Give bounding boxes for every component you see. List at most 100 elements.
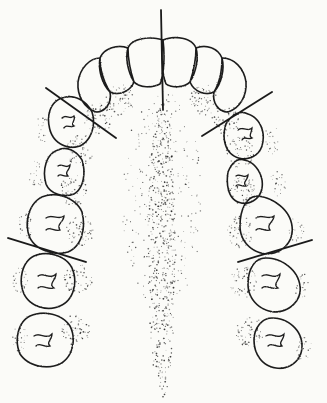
- stipple-dot: [233, 128, 234, 129]
- stipple-dot: [249, 241, 250, 242]
- stipple-dot: [247, 319, 248, 320]
- stipple-dot: [184, 150, 185, 151]
- stipple-dot: [169, 261, 170, 262]
- stipple-dot: [253, 289, 254, 290]
- stipple-dot: [269, 136, 270, 137]
- stipple-dot: [232, 289, 233, 290]
- stipple-dot: [172, 260, 173, 261]
- stipple-dot: [304, 337, 305, 338]
- stipple-dot: [129, 246, 130, 247]
- stipple-dot: [159, 327, 161, 329]
- stipple-dot: [30, 219, 31, 220]
- stipple-dot: [69, 234, 70, 235]
- stipple-dot: [238, 271, 239, 272]
- stipple-dot: [17, 291, 18, 292]
- stipple-dot: [172, 202, 173, 203]
- stipple-dot: [160, 382, 161, 383]
- stipple-dot: [138, 146, 139, 147]
- stipple-dot: [162, 372, 163, 373]
- stipple-dot: [247, 195, 248, 196]
- stipple-dot: [249, 317, 251, 319]
- stipple-dot: [152, 209, 154, 211]
- stipple-dot: [233, 141, 234, 142]
- stipple-dot: [149, 205, 151, 207]
- fissure-mark: [34, 334, 52, 346]
- stipple-dot: [246, 343, 247, 344]
- stipple-dot: [156, 355, 157, 356]
- stipple-dot: [171, 198, 173, 200]
- stipple-dot: [245, 245, 246, 246]
- stipple-dot: [139, 142, 140, 143]
- stipple-dot: [113, 105, 114, 106]
- stipple-dot: [166, 137, 167, 138]
- stipple-dot: [201, 104, 202, 105]
- stipple-dot: [174, 268, 176, 270]
- stipple-dot: [74, 270, 75, 271]
- stipple-dot: [65, 337, 66, 338]
- stipple-dot: [171, 168, 172, 169]
- stipple-dot: [63, 180, 65, 182]
- stipple-dot: [302, 287, 303, 288]
- stipple-dot: [170, 356, 172, 358]
- stipple-dot: [91, 277, 92, 278]
- stipple-dot: [167, 313, 168, 314]
- stipple-dot: [64, 182, 66, 184]
- stipple-dot: [238, 274, 239, 275]
- stipple-dot: [167, 286, 168, 287]
- stipple-dot: [167, 239, 168, 240]
- stipple-dot: [38, 119, 39, 120]
- stipple-dot: [73, 143, 75, 145]
- stipple-dot: [172, 264, 173, 265]
- stipple-dot: [193, 91, 194, 92]
- stipple-dot: [80, 265, 81, 266]
- stipple-dot: [167, 120, 169, 122]
- stipple-dot: [233, 112, 234, 113]
- stipple-dot: [91, 231, 92, 232]
- stipple-dot: [235, 217, 236, 218]
- stipple-dot: [206, 91, 207, 92]
- stipple-dot: [19, 217, 20, 218]
- stipple-dot: [247, 267, 248, 268]
- stipple-dot: [155, 276, 156, 277]
- stipple-dot: [246, 235, 247, 236]
- stipple-dot: [168, 184, 169, 185]
- stipple-dot: [143, 240, 145, 242]
- stipple-dot: [158, 123, 159, 124]
- stipple-dot: [230, 240, 231, 241]
- stipple-dot: [155, 242, 156, 243]
- stipple-dot: [165, 175, 167, 177]
- stipple-dot: [73, 237, 75, 239]
- stipple-dot: [101, 105, 103, 107]
- stipple-dot: [243, 327, 244, 328]
- stipple-dot: [185, 242, 186, 243]
- stipple-dot: [150, 290, 152, 292]
- stipple-dot: [71, 289, 72, 290]
- stipple-dot: [136, 232, 137, 233]
- stipple-dot: [156, 264, 157, 265]
- stipple-dot: [45, 135, 46, 136]
- stipple-dot: [233, 122, 235, 124]
- stipple-dot: [158, 340, 159, 341]
- stipple-dot: [166, 331, 167, 332]
- stipple-dot: [27, 280, 28, 281]
- stipple-dot: [105, 119, 106, 120]
- stipple-dot: [159, 233, 161, 235]
- stipple-dot: [231, 188, 232, 189]
- stipple-dot: [219, 119, 220, 120]
- stipple-dot: [165, 273, 166, 274]
- stipple-dot: [135, 200, 136, 201]
- stipple-dot: [157, 366, 159, 368]
- stipple-dot: [165, 377, 167, 379]
- stipple-dot: [239, 339, 240, 340]
- stipple-dot: [155, 137, 156, 138]
- stipple-dot: [142, 182, 143, 183]
- stipple-dot: [169, 340, 171, 342]
- stipple-dot: [168, 315, 169, 316]
- stipple-dot: [294, 230, 295, 231]
- stipple-dot: [90, 230, 91, 231]
- stipple-dot: [62, 187, 63, 188]
- stipple-dot: [90, 157, 91, 158]
- stipple-dot: [164, 133, 165, 134]
- stipple-dot: [232, 237, 233, 238]
- stipple-dot: [15, 273, 16, 274]
